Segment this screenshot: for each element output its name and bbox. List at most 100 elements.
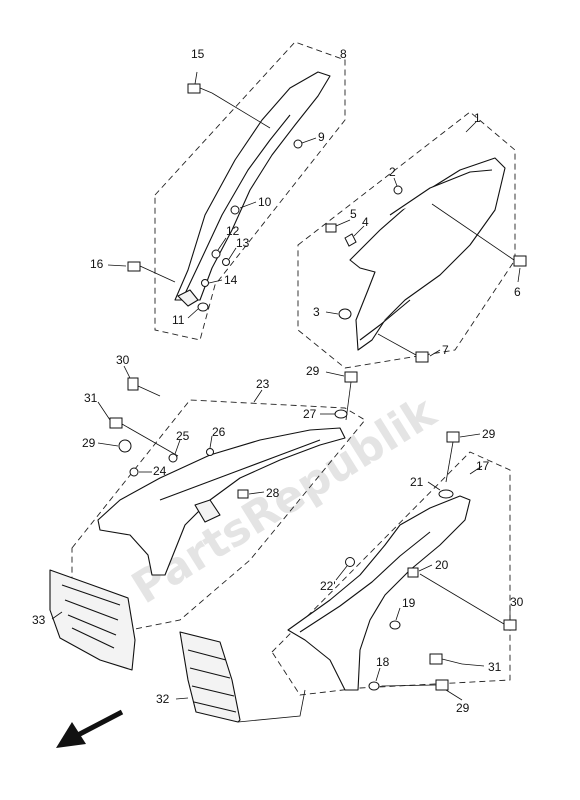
callout-12: 12 — [226, 224, 240, 238]
leader-3 — [325, 311, 339, 315]
leader-12 — [217, 237, 227, 251]
leader-23 — [253, 389, 263, 403]
washer-12-icon — [211, 249, 221, 259]
side-panel-33-ribs — [61, 584, 121, 649]
leader-29-left — [97, 442, 119, 447]
nut-25-icon — [168, 453, 178, 463]
shroud-crease — [389, 169, 493, 216]
bolt-30-right-icon — [419, 573, 517, 631]
callout-31-right: 31 — [488, 660, 502, 674]
bolt-6-icon — [431, 203, 527, 267]
leader-15b — [211, 92, 271, 129]
washer-19-icon — [389, 620, 401, 630]
callout-9: 9 — [318, 130, 325, 144]
callout-25: 25 — [176, 429, 190, 443]
frame-cover-part — [97, 427, 346, 576]
callout-26: 26 — [212, 425, 226, 439]
leader-20 — [418, 564, 433, 572]
leader-26 — [209, 435, 213, 449]
callout-29-bottom: 29 — [456, 701, 470, 715]
leader-1 — [465, 121, 477, 133]
bolt-31-right-icon — [429, 653, 463, 665]
bolt-15-icon — [187, 83, 213, 94]
nut-26-icon — [206, 448, 214, 456]
leader-11 — [187, 308, 199, 319]
leader-32 — [175, 697, 189, 700]
side-cover-lower-ridge — [299, 531, 431, 633]
callout-30-right: 30 — [510, 595, 524, 609]
callout-24: 24 — [153, 464, 167, 478]
leader-31-right — [461, 663, 485, 667]
leader-16 — [107, 264, 127, 267]
callout-23: 23 — [256, 377, 270, 391]
callout-11: 11 — [172, 313, 185, 327]
leader-25 — [174, 439, 181, 455]
leader-33 — [51, 611, 63, 620]
front-direction-arrow-icon — [56, 709, 124, 748]
callout-2: 2 — [389, 165, 396, 179]
callout-8: 8 — [340, 47, 347, 61]
leader-32-link — [237, 689, 306, 723]
group-17-boundary — [271, 451, 511, 696]
callout-32: 32 — [156, 692, 170, 706]
callout-4: 4 — [362, 215, 369, 229]
nut-10-icon — [230, 205, 240, 215]
callout-15: 15 — [191, 47, 205, 61]
callout-17: 17 — [476, 459, 490, 473]
callout-1: 1 — [474, 111, 481, 125]
frame-cover-ridge — [159, 439, 321, 501]
leader-19 — [395, 607, 401, 621]
callout-29-upper: 29 — [306, 364, 320, 378]
collar-20-icon — [407, 567, 419, 578]
leader-2 — [393, 177, 398, 187]
bolt-29-right-icon — [445, 431, 460, 483]
nut-24-icon — [129, 467, 139, 477]
callout-21: 21 — [410, 475, 424, 489]
leader-31-left — [97, 401, 111, 421]
callout-27: 27 — [303, 407, 317, 421]
leader-22 — [335, 565, 348, 581]
callout-33: 33 — [32, 613, 46, 627]
side-panel-32-ribs — [187, 649, 237, 713]
frame-cover-tab — [194, 499, 221, 523]
leader-17 — [469, 465, 483, 475]
washer-9-icon — [293, 139, 303, 149]
callout-22: 22' — [320, 579, 336, 593]
nut-4-icon — [344, 233, 357, 247]
group-23-boundary — [71, 399, 366, 631]
callout-14: 14 — [224, 273, 238, 287]
leader-28 — [248, 491, 265, 495]
callout-20: 20 — [435, 558, 449, 572]
leader-21 — [427, 481, 441, 491]
leader-15 — [194, 71, 198, 85]
callout-3: 3 — [313, 305, 320, 319]
cover-tab-part — [177, 289, 199, 307]
collar-27-icon — [334, 409, 348, 419]
callout-30-left: 30 — [116, 353, 130, 367]
callout-29-right: 29 — [482, 427, 496, 441]
leader-29-upper — [325, 371, 345, 377]
callout-28: 28 — [266, 486, 280, 500]
bolt-31-left-icon — [109, 417, 179, 457]
collar-28-icon — [237, 489, 249, 499]
callout-16: 16 — [90, 257, 104, 271]
washer-3-icon — [338, 308, 352, 320]
leader-30-left — [123, 365, 131, 379]
leader-7 — [429, 349, 441, 357]
callout-10: 10 — [258, 195, 272, 209]
group-1-boundary — [297, 111, 516, 369]
bolt-29-bottom-icon — [379, 679, 449, 691]
group-8-boundary — [154, 41, 346, 341]
callout-7: 7 — [442, 343, 449, 357]
callout-5: 5 — [350, 207, 357, 221]
shroud-lower-edge — [359, 299, 411, 341]
nut-22-icon — [345, 557, 355, 567]
leader-5 — [335, 219, 351, 227]
leader-14 — [208, 279, 223, 284]
bolt-29-left-icon — [118, 439, 132, 453]
leader-13 — [228, 247, 237, 260]
leader-10 — [239, 201, 257, 209]
callout-19: 19 — [402, 596, 416, 610]
